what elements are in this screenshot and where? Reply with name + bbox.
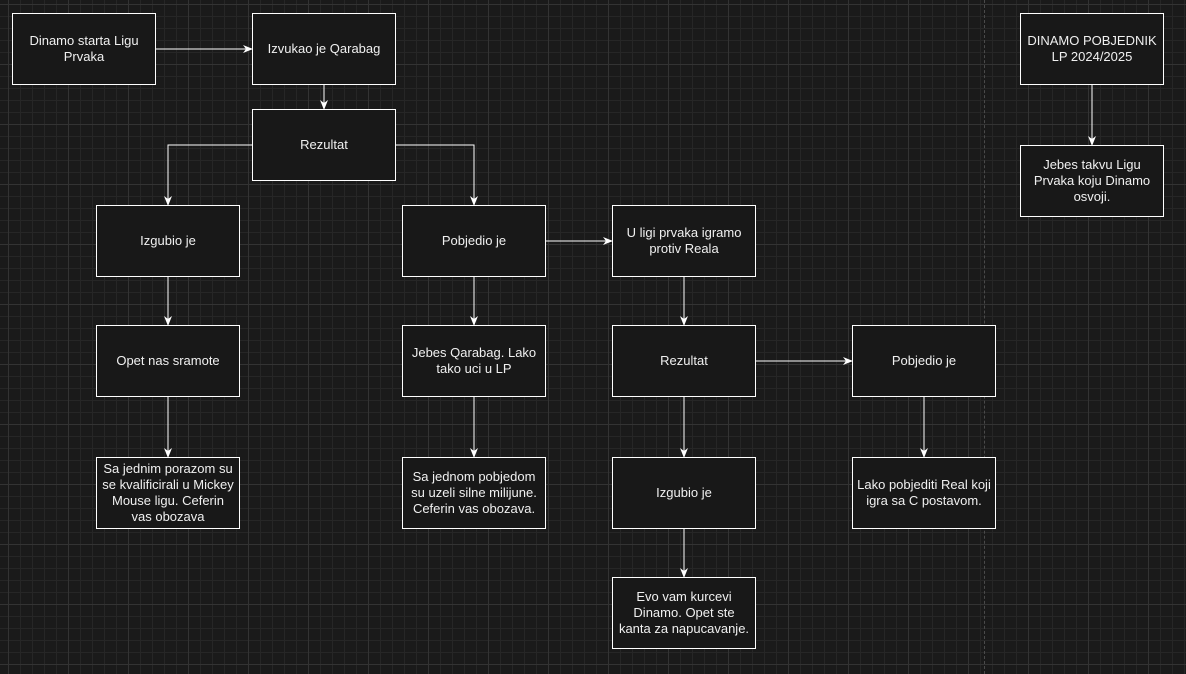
node-n7[interactable]: Opet nas sramote xyxy=(96,325,240,397)
node-n8[interactable]: Jebes Qarabag. Lako tako uci u LP xyxy=(402,325,546,397)
node-n12[interactable]: Sa jednom pobjedom su uzeli silne miliju… xyxy=(402,457,546,529)
node-n14[interactable]: Lako pobjediti Real koji igra sa C posta… xyxy=(852,457,996,529)
node-n4[interactable]: Izgubio je xyxy=(96,205,240,277)
node-n15[interactable]: Evo vam kurcevi Dinamo. Opet ste kanta z… xyxy=(612,577,756,649)
node-n11[interactable]: Sa jednim porazom su se kvalificirali u … xyxy=(96,457,240,529)
node-n6[interactable]: U ligi prvaka igramo protiv Reala xyxy=(612,205,756,277)
node-n1[interactable]: Dinamo starta Ligu Prvaka xyxy=(12,13,156,85)
node-n13[interactable]: Izgubio je xyxy=(612,457,756,529)
edge-n3-n5[interactable] xyxy=(396,144,478,206)
node-n10[interactable]: Pobjedio je xyxy=(852,325,996,397)
node-n5[interactable]: Pobjedio je xyxy=(402,205,546,277)
node-n3[interactable]: Rezultat xyxy=(252,109,396,181)
node-n9[interactable]: Rezultat xyxy=(612,325,756,397)
edge-n3-n4[interactable] xyxy=(164,144,252,206)
node-n2[interactable]: Izvukao je Qarabag xyxy=(252,13,396,85)
node-n16[interactable]: DINAMO POBJEDNIK LP 2024/2025 xyxy=(1020,13,1164,85)
node-n17[interactable]: Jebes takvu Ligu Prvaka koju Dinamo osvo… xyxy=(1020,145,1164,217)
